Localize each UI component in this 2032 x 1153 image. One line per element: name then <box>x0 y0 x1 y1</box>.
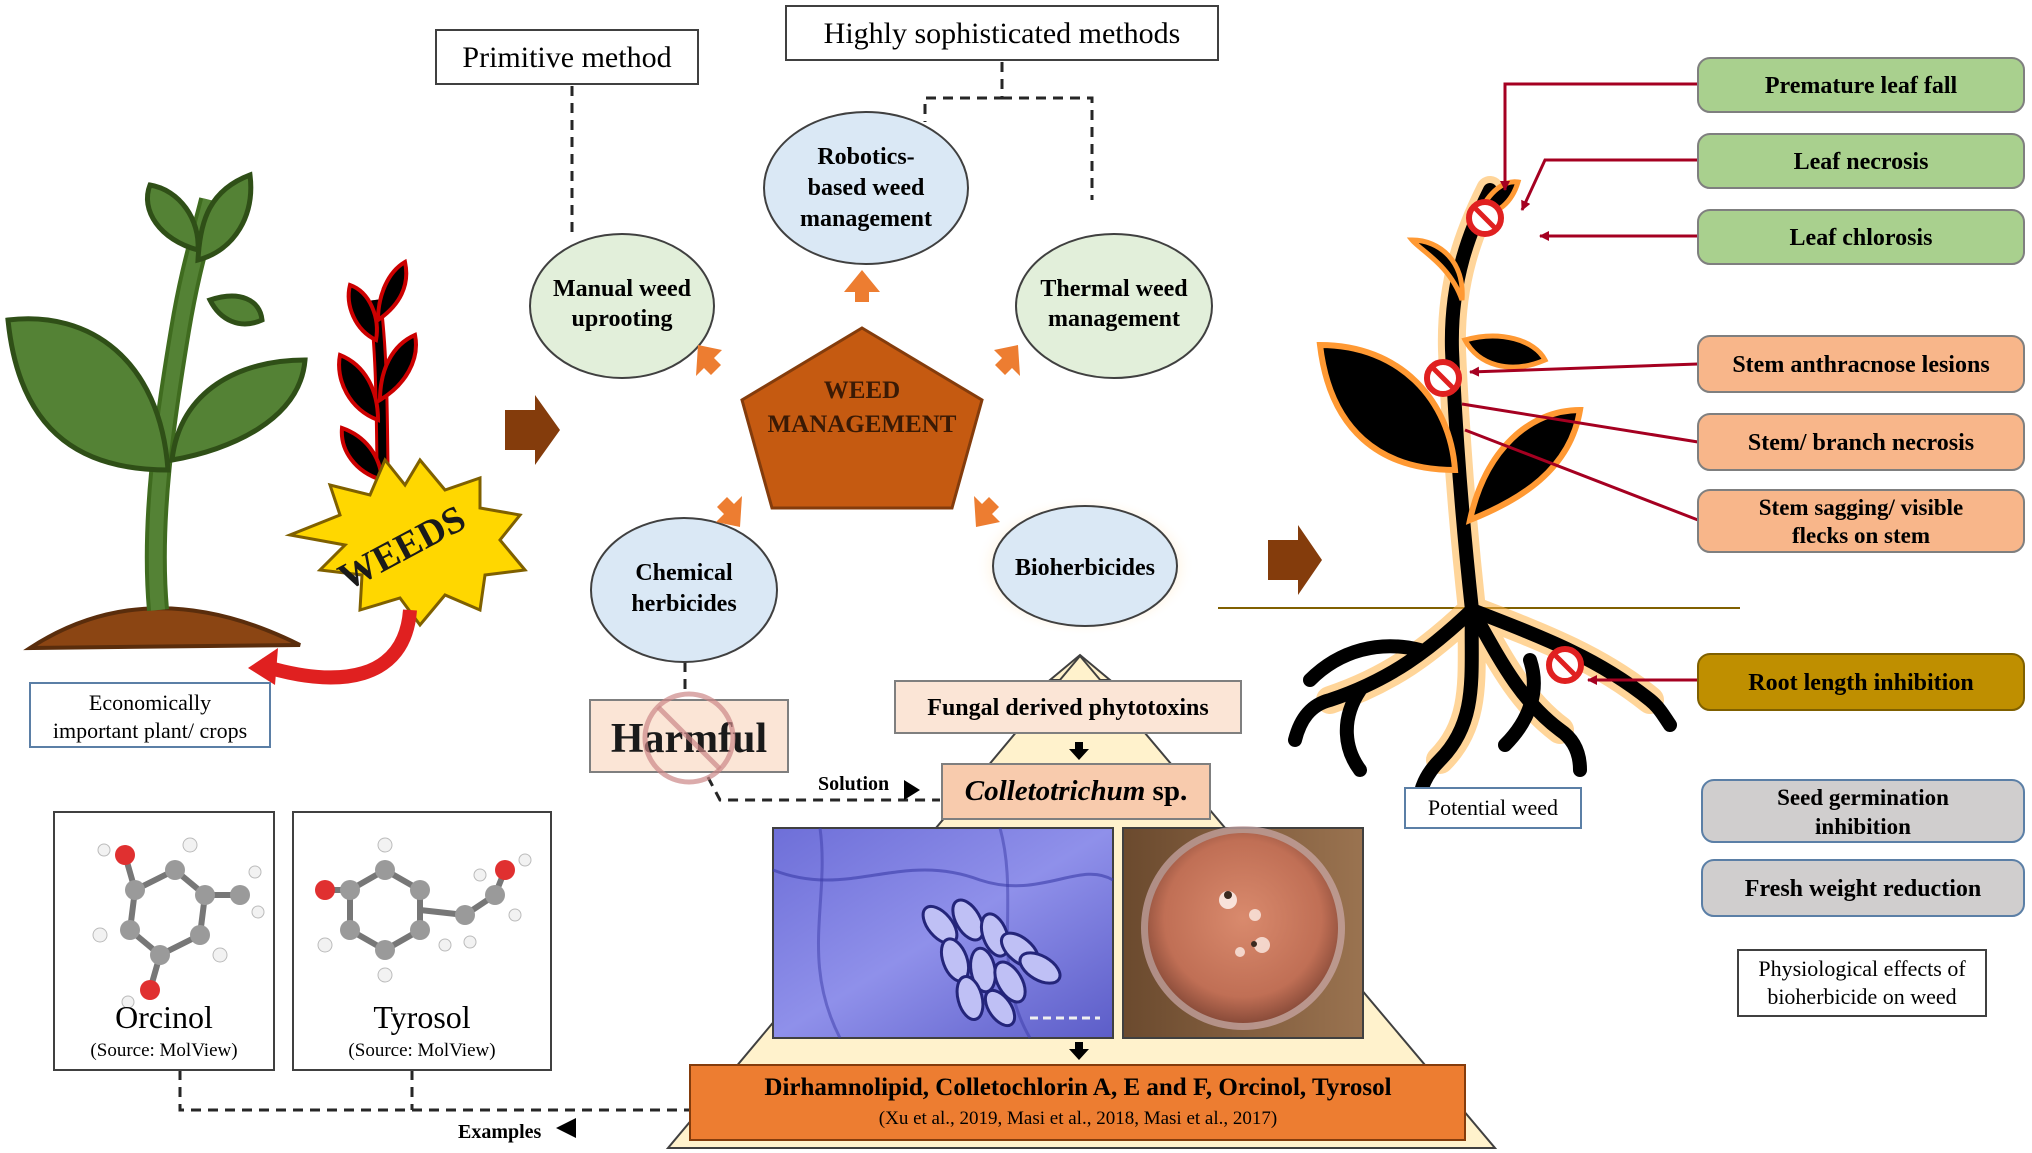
svg-text:Colletotrichum sp.: Colletotrichum sp. <box>965 775 1187 807</box>
examples-arrowhead <box>556 1118 576 1138</box>
harmful-box: Harmful <box>589 691 789 785</box>
effect-seed-germination-inhibition: Seed germination inhibition <box>1701 779 2025 843</box>
seed-germination-line1: Seed germination <box>1777 785 1949 810</box>
crop-caption-line2: important plant/ crops <box>53 718 247 743</box>
bioherbicides-node: Bioherbicides <box>975 496 1195 636</box>
compounds-label: Dirhamnolipid, Colletochlorin A, E and F… <box>764 1074 1391 1101</box>
seed-germination-line2: inhibition <box>1815 814 1911 839</box>
effect-root-length-inhibition: Root length inhibition <box>1697 653 2025 711</box>
orcinol-source: (Source: MolView) <box>90 1040 237 1061</box>
effect-label: Leaf chlorosis <box>1790 225 1933 251</box>
tyrosol-molecule-box: Tyrosol (Source: MolView) <box>292 811 552 1071</box>
effect-pointers <box>1461 82 1699 685</box>
effect-stem-sagging: Stem sagging/ visible flecks on stem <box>1697 489 2025 553</box>
references-label: (Xu et al., 2019, Masi et al., 2018, Mas… <box>879 1108 1277 1129</box>
stem-effect-boxes: Stem anthracnose lesions Stem/ branch ne… <box>1697 335 2025 553</box>
effect-leaf-chlorosis: Leaf chlorosis <box>1697 209 2025 265</box>
manual-line2: uprooting <box>572 306 673 332</box>
prohibited-icon <box>1424 359 1462 397</box>
right-flow-arrow <box>1268 525 1322 595</box>
solution-label: Solution <box>818 773 889 795</box>
weeds-to-crop-arrow <box>257 609 417 685</box>
tyrosol-name: Tyrosol <box>373 999 470 1035</box>
crop-plant-icon <box>5 171 308 651</box>
crop-caption-line1: Economically <box>89 690 211 715</box>
weed-management-line2: MANAGEMENT <box>768 411 957 438</box>
affected-weed-icon <box>1288 176 1677 807</box>
effect-stem-branch-necrosis: Stem/ branch necrosis <box>1697 413 2025 471</box>
primitive-method-label: Primitive method <box>462 41 671 74</box>
chemical-line1: Chemical <box>635 560 733 586</box>
potential-weed-label: Potential weed <box>1428 795 1558 820</box>
thermal-line2: management <box>1048 306 1180 332</box>
effect-label: Fresh weight reduction <box>1745 876 1981 902</box>
effect-leaf-necrosis: Leaf necrosis <box>1697 133 2025 189</box>
prohibited-icon <box>1466 199 1504 237</box>
sophisticated-methods-box: Highly sophisticated methods <box>785 5 1219 61</box>
tyrosol-molecule-icon <box>315 837 532 983</box>
down-arrow-1 <box>1069 742 1089 760</box>
prohibited-icon <box>1546 646 1584 684</box>
phytotoxins-box: Fungal derived phytotoxins <box>894 680 1242 734</box>
weeds-starburst: WEEDS <box>284 457 528 628</box>
caption-line2: bioherbicide on weed <box>1767 984 1956 1009</box>
effect-label: Stem anthracnose lesions <box>1732 352 1989 378</box>
sophisticated-methods-label: Highly sophisticated methods <box>824 17 1181 50</box>
crop-caption-box: Economically important plant/ crops <box>29 682 271 748</box>
chemical-herbicides-node: Chemical herbicides <box>590 517 778 663</box>
petri-dish-image <box>1122 826 1364 1039</box>
microscope-image <box>772 827 1114 1039</box>
down-arrow-2 <box>1069 1042 1089 1060</box>
method-arrows <box>696 270 1020 527</box>
weed-management-line1: WEED <box>824 377 900 404</box>
stem-sagging-line1: Stem sagging/ visible <box>1759 495 1963 520</box>
compounds-box: Dirhamnolipid, Colletochlorin A, E and F… <box>689 1064 1466 1141</box>
orcinol-molecule-box: Orcinol (Source: MolView) <box>53 811 275 1071</box>
bioherbicides-label: Bioherbicides <box>1015 555 1155 581</box>
phytotoxins-label: Fungal derived phytotoxins <box>927 695 1208 721</box>
primitive-method-box: Primitive method <box>435 29 699 85</box>
manual-weed-uprooting-node: Manual weed uprooting <box>529 233 715 379</box>
robotics-line1: Robotics- <box>817 144 914 170</box>
colletotrichum-box: Colletotrichum sp. <box>941 763 1211 820</box>
effect-fresh-weight-reduction: Fresh weight reduction <box>1701 859 2025 917</box>
stem-sagging-line2: flecks on stem <box>1792 523 1930 548</box>
robotics-line3: management <box>800 206 932 232</box>
effect-label: Leaf necrosis <box>1794 149 1929 175</box>
effect-label: Root length inhibition <box>1748 670 1973 696</box>
genus-label: Colletotrichum <box>965 775 1145 807</box>
orcinol-name: Orcinol <box>115 999 213 1035</box>
physiological-effects-caption: Physiological effects of bioherbicide on… <box>1737 949 1987 1017</box>
robotics-line2: based weed <box>808 175 925 201</box>
thermal-line1: Thermal weed <box>1040 276 1188 302</box>
effect-premature-leaf-fall: Premature leaf fall <box>1697 57 2025 113</box>
robotics-weed-management-node: Robotics- based weed management <box>763 111 969 265</box>
tyrosol-source: (Source: MolView) <box>348 1040 495 1061</box>
lesion-markers <box>1424 199 1584 684</box>
chemical-line2: herbicides <box>631 591 736 617</box>
effect-label: Premature leaf fall <box>1765 73 1958 99</box>
effect-stem-anthracnose-lesions: Stem anthracnose lesions <box>1697 335 2025 393</box>
manual-line1: Manual weed <box>553 276 692 302</box>
caption-line1: Physiological effects of <box>1758 956 1966 981</box>
weed-management-pentagon: WEED MANAGEMENT <box>740 326 984 510</box>
orcinol-molecule-icon <box>92 837 265 1009</box>
prohibited-icon <box>642 691 736 785</box>
weeds-to-crop-arrowhead <box>248 648 278 685</box>
potential-weed-caption: Potential weed <box>1404 787 1582 829</box>
examples-label: Examples <box>458 1121 542 1143</box>
genus-suffix: sp. <box>1145 775 1187 807</box>
effect-label: Stem/ branch necrosis <box>1748 430 1974 456</box>
solution-arrowhead <box>904 780 920 800</box>
method-connectors <box>178 62 1094 1112</box>
leaf-effect-boxes: Premature leaf fall Leaf necrosis Leaf c… <box>1697 57 2025 265</box>
left-flow-arrow <box>505 395 560 465</box>
thermal-weed-management-node: Thermal weed management <box>1015 233 1213 379</box>
